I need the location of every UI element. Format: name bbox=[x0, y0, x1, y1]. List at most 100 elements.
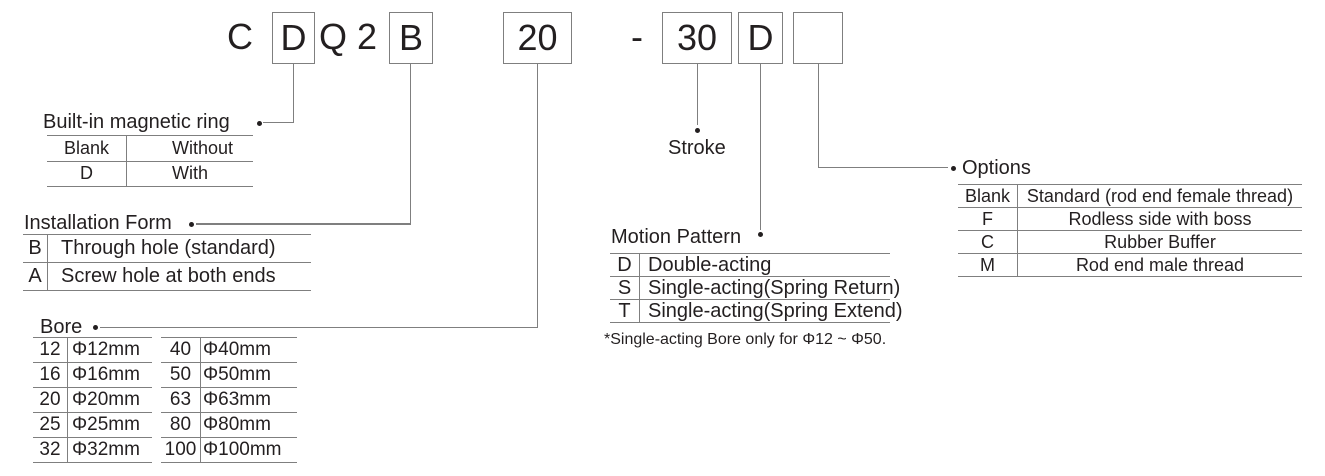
table-cell-description: Screw hole at both ends bbox=[61, 265, 276, 287]
table-cell-code: 63 bbox=[161, 388, 201, 412]
table-cell-description: Φ25mm bbox=[72, 414, 140, 435]
table-cell-code: F bbox=[958, 208, 1018, 230]
table-cell-description: Φ63mm bbox=[203, 389, 271, 410]
table-cell-description: Φ50mm bbox=[203, 364, 271, 385]
table-cell-description: Φ16mm bbox=[72, 364, 140, 385]
note-single-acting: *Single-acting Bore only for Φ12 ~ Φ50. bbox=[604, 331, 887, 348]
table-row: D With bbox=[47, 161, 253, 187]
label-bore: Bore bbox=[40, 316, 83, 338]
table-cell-description: Φ12mm bbox=[72, 339, 140, 360]
table-row: Blank Standard (rod end female thread) bbox=[958, 185, 1302, 208]
label-motion-pattern: Motion Pattern bbox=[611, 226, 742, 248]
connector-bore-vline bbox=[536, 64, 538, 328]
connector-magnetic-ring-hline bbox=[263, 121, 293, 123]
table-cell-code: 25 bbox=[33, 413, 68, 437]
connector-installation-hline bbox=[196, 223, 411, 225]
connector-magnetic-ring-dot bbox=[256, 120, 262, 126]
table-cell-code: 50 bbox=[161, 363, 201, 387]
table-cell-description: Rubber Buffer bbox=[1104, 231, 1216, 252]
connector-stroke-dot bbox=[694, 127, 700, 133]
connector-installation-vline bbox=[409, 64, 411, 224]
table-row: Blank Without bbox=[47, 136, 253, 162]
table-cell-code: 80 bbox=[161, 413, 201, 437]
connector-stroke-vline bbox=[696, 64, 698, 125]
connector-options-vline bbox=[817, 64, 819, 168]
table-cell-description: Through hole (standard) bbox=[61, 237, 276, 259]
table-cell-description: Rodless side with boss bbox=[1068, 208, 1252, 229]
table-cell-description: Φ20mm bbox=[72, 389, 140, 410]
table-row: T Single-acting(Spring Extend) bbox=[610, 300, 903, 323]
table-cell-code: 20 bbox=[33, 388, 68, 412]
connector-bore-hline bbox=[100, 326, 538, 328]
connector-motion-dot bbox=[757, 231, 763, 237]
label-stroke: Stroke bbox=[668, 137, 726, 159]
code-box-installation: B bbox=[389, 12, 433, 64]
table-row: S Single-acting(Spring Return) bbox=[610, 277, 900, 300]
table-cell-code: 16 bbox=[33, 363, 68, 387]
label-magnetic-ring: Built-in magnetic ring bbox=[43, 111, 230, 133]
options-table: Blank Standard (rod end female thread) F Ro… bbox=[958, 184, 1302, 277]
installation-form-table: B Through hole (standard) A Screw hole at b… bbox=[23, 234, 311, 291]
connector-magnetic-ring-vline bbox=[292, 64, 294, 123]
table-cell-description: Φ32mm bbox=[72, 439, 140, 460]
connector-options-hline bbox=[817, 166, 948, 168]
code-box-magnetic-ring: D bbox=[272, 12, 315, 64]
table-row: A Screw hole at both ends bbox=[23, 263, 311, 291]
table-row: M Rod end male thread bbox=[958, 254, 1302, 277]
code-char-dash: - bbox=[631, 16, 643, 57]
table-cell-code: T bbox=[610, 300, 640, 322]
table-cell-code: B bbox=[23, 235, 48, 262]
table-row: B Through hole (standard) bbox=[23, 235, 311, 263]
table-cell-code: A bbox=[23, 263, 48, 290]
table-cell-description: With bbox=[172, 163, 208, 184]
label-installation-form: Installation Form bbox=[24, 212, 172, 234]
table-cell-code: 12 bbox=[33, 338, 68, 362]
table-cell-code: Blank bbox=[47, 136, 127, 161]
connector-motion-vline bbox=[759, 64, 761, 230]
table-cell-code: 40 bbox=[161, 338, 201, 362]
table-cell-description: Φ80mm bbox=[203, 414, 271, 435]
table-cell-code: D bbox=[47, 161, 127, 186]
table-cell-code: 32 bbox=[33, 438, 68, 462]
code-box-options bbox=[793, 12, 843, 64]
code-box-stroke: 30 bbox=[662, 12, 732, 64]
table-cell-code: C bbox=[958, 231, 1018, 253]
table-cell-code: 100 bbox=[161, 438, 201, 462]
connector-installation-dot bbox=[188, 221, 194, 227]
code-char-series-c: C bbox=[227, 16, 253, 57]
connector-options-dot bbox=[950, 165, 956, 171]
table-cell-description: Φ100mm bbox=[203, 439, 282, 460]
table-row: D Double-acting bbox=[610, 254, 890, 277]
table-row: F Rodless side with boss bbox=[958, 208, 1302, 231]
code-box-bore: 20 bbox=[503, 12, 572, 64]
table-cell-description: Rod end male thread bbox=[1075, 254, 1245, 275]
table-cell-description: Without bbox=[172, 137, 234, 158]
code-box-motion: D bbox=[738, 12, 783, 64]
table-cell-description: Standard (rod end female thread) bbox=[1026, 185, 1294, 206]
label-options: Options bbox=[962, 157, 1031, 179]
table-cell-description: Single-acting(Spring Return) bbox=[648, 276, 901, 299]
table-cell-code: Blank bbox=[958, 185, 1018, 207]
table-cell-code: D bbox=[610, 254, 640, 276]
table-cell-description: Single-acting(Spring Extend) bbox=[648, 299, 903, 322]
table-cell-description: Double-acting bbox=[648, 253, 772, 276]
table-cell-code: M bbox=[958, 254, 1018, 276]
table-cell-description: Φ40mm bbox=[203, 339, 271, 360]
table-row: C Rubber Buffer bbox=[958, 231, 1302, 254]
table-cell-code: S bbox=[610, 277, 640, 299]
connector-bore-dot bbox=[92, 325, 98, 330]
